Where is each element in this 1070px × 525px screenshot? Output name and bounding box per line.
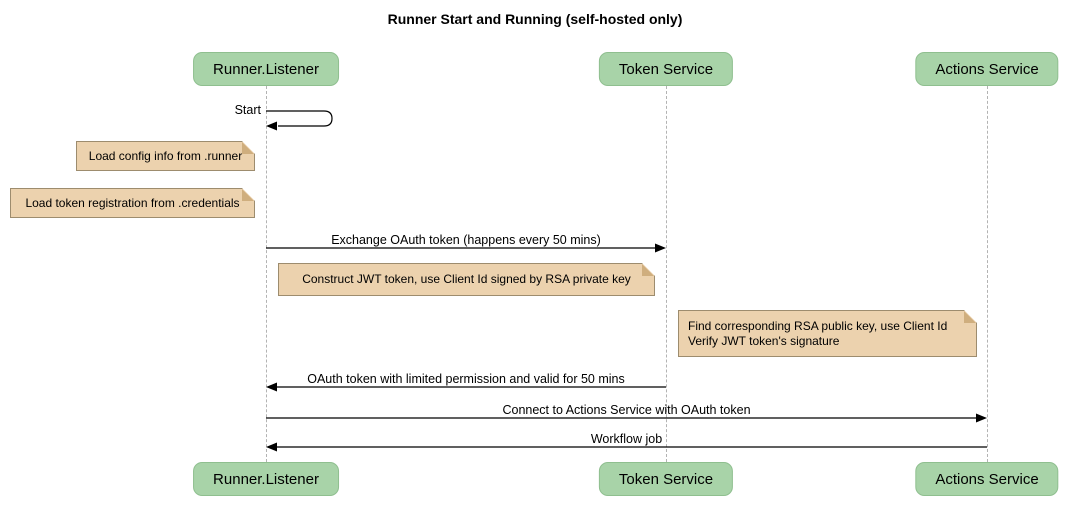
message-label-oauth-token-returned: OAuth token with limited permission and … [307,372,625,386]
participant-top-runner-listener: Runner.Listener [193,52,339,86]
participant-top-actions-service: Actions Service [915,52,1059,86]
note-load-config: Load config info from .runner [76,141,255,171]
note-verify-jwt-line2: Verify JWT token's signature [688,333,840,348]
lifeline-token-service [666,86,667,462]
participant-bottom-runner-listener: Runner.Listener [193,462,339,496]
lifeline-actions-service [987,86,988,462]
participant-top-token-service: Token Service [598,52,734,86]
note-construct-jwt: Construct JWT token, use Client Id signe… [278,263,655,296]
lifeline-runner-listener [266,86,267,462]
message-label-workflow-job: Workflow job [590,432,663,446]
message-label-exchange-oauth-token: Exchange OAuth token (happens every 50 m… [331,233,601,247]
message-label-start: Start [234,103,261,117]
participant-bottom-token-service: Token Service [598,462,734,496]
diagram-title: Runner Start and Running (self-hosted on… [387,11,683,27]
note-verify-jwt: Find corresponding RSA public key, use C… [678,310,977,357]
self-message-arrow-start [266,110,333,131]
participant-bottom-actions-service: Actions Service [915,462,1059,496]
note-load-token-registration: Load token registration from .credential… [10,188,255,218]
message-label-connect-actions-service: Connect to Actions Service with OAuth to… [502,403,751,417]
note-verify-jwt-line1: Find corresponding RSA public key, use C… [688,318,948,333]
